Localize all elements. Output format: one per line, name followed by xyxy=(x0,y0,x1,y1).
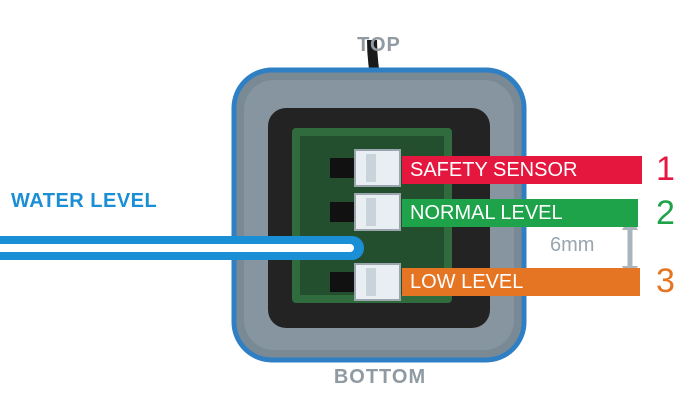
sensor-pin-3 xyxy=(330,263,401,301)
gap-label: 6mm xyxy=(550,234,595,256)
low-level-tag: LOW LEVEL xyxy=(402,268,640,296)
sensor-number-3: 3 xyxy=(656,262,675,300)
water-level-highlight xyxy=(0,244,354,252)
sensor-pin-2 xyxy=(330,193,401,231)
sensor-number-1: 1 xyxy=(656,150,675,188)
sensor-number-2: 2 xyxy=(656,194,675,232)
bottom-label: BOTTOM xyxy=(333,366,427,388)
safety-sensor-tag: SAFETY SENSOR xyxy=(402,156,642,184)
sensor-pin-1 xyxy=(330,149,401,187)
top-label: TOP xyxy=(357,34,401,56)
water-level-label: WATER LEVEL xyxy=(11,190,158,212)
normal-level-tag: NORMAL LEVEL xyxy=(402,199,638,227)
